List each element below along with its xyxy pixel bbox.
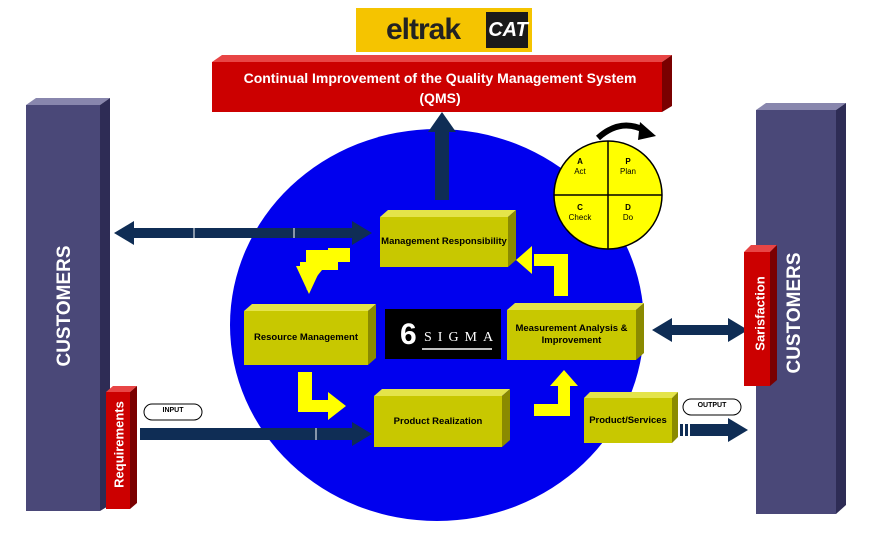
customers-right-label: CUSTOMERS	[784, 252, 805, 374]
pdca-circle	[553, 140, 663, 250]
measurement-line1: Measurement Analysis &	[515, 323, 628, 334]
cat-wordmark: CAT	[488, 19, 528, 41]
qms-title: Continual Improvement of the Quality Man…	[212, 62, 668, 114]
product-realization-label: Product Realization	[393, 415, 483, 427]
pdca-plan: P Plan	[608, 157, 648, 177]
double-arrow-right	[652, 318, 748, 342]
management-box-shape	[380, 210, 516, 267]
up-arrow-qms	[428, 112, 456, 200]
output-arrow	[680, 418, 748, 442]
logo: eltrak CAT	[356, 8, 532, 52]
requirements-bar	[106, 386, 137, 509]
eltrak-cat-logo	[356, 8, 532, 52]
product-services-box-shape	[584, 392, 678, 443]
satisfaction-bar	[744, 245, 777, 386]
input-label: INPUT	[162, 407, 184, 414]
qms-header-bar	[212, 55, 672, 112]
rotation-arrow-icon	[595, 122, 656, 141]
pdca-do-word: Do	[622, 213, 634, 222]
customers-left-pillar	[26, 98, 110, 511]
output-label: OUTPUT	[697, 402, 727, 409]
qms-title-line2: (QMS)	[419, 90, 461, 106]
requirements-label: Requirements	[111, 401, 127, 488]
pdca-do: D Do	[608, 203, 648, 223]
six-sigma-box	[385, 309, 501, 359]
pdca-act-word: Act	[574, 167, 586, 176]
pdca-plan-letter: P	[625, 157, 631, 166]
flow-arrow-product-to-measurement	[534, 370, 578, 416]
pdca-check-letter: C	[577, 203, 583, 212]
product-services-label: Product/Services	[589, 414, 667, 426]
double-arrow-left	[114, 221, 372, 245]
resource-management-label: Resource Management	[253, 332, 358, 343]
input-arrow	[140, 422, 372, 446]
measurement-box-shape	[507, 303, 644, 360]
product-realization-box-shape	[374, 389, 510, 447]
six-sigma-word: SIGMA	[424, 330, 500, 345]
flow-arrow-resource-to-product	[298, 372, 346, 420]
input-pill	[143, 403, 203, 421]
satisfaction-label: Sarisfaction	[752, 276, 768, 351]
customers-left-label: CUSTOMERS	[54, 245, 75, 367]
management-responsibility-label: Management Responsibility	[381, 236, 507, 247]
flow-arrow-measurement-to-mgmt	[516, 246, 568, 296]
resource-box-shape	[244, 304, 376, 365]
six-sigma-number: 6	[400, 318, 417, 351]
eltrak-wordmark: eltrak	[385, 13, 461, 46]
output-pill	[682, 398, 742, 416]
pdca-check: C Check	[560, 203, 600, 223]
pdca-check-word: Check	[568, 213, 592, 222]
pdca-do-letter: D	[625, 203, 631, 212]
qms-title-line1: Continual Improvement of the Quality Man…	[243, 70, 637, 86]
pdca-act: A Act	[560, 157, 600, 177]
measurement-analysis-label: Measurement Analysis & Improvement	[507, 310, 636, 360]
measurement-line2: Improvement	[541, 335, 602, 346]
pdca-plan-word: Plan	[619, 167, 636, 176]
pdca-act-letter: A	[577, 157, 583, 166]
